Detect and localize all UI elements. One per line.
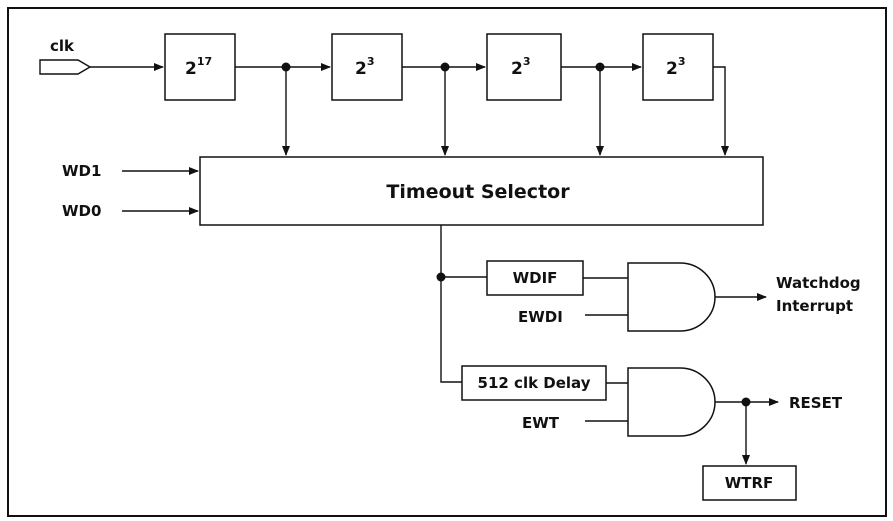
divider-4-label: 23 [666, 55, 686, 79]
ewdi-label: EWDI [518, 308, 563, 326]
ewt-label: EWT [522, 414, 560, 432]
divider-1-label: 217 [185, 55, 212, 79]
divider-2-label: 23 [355, 55, 375, 79]
wdif-label: WDIF [513, 269, 558, 287]
diagram-frame [7, 7, 887, 517]
selector-output-wire [440, 225, 462, 383]
and-gate-interrupt [627, 262, 716, 332]
tap-d4 [713, 66, 729, 156]
clk-label: clk [50, 37, 75, 55]
watchdog-interrupt-label-1: Watchdog [776, 274, 861, 292]
wtrf-label: WTRF [725, 474, 774, 492]
delay-label: 512 clk Delay [478, 374, 591, 392]
wd0-label: WD0 [62, 202, 101, 220]
and-gate-reset [627, 367, 716, 437]
wtrf-box [702, 465, 797, 501]
timeout-selector-label: Timeout Selector [386, 181, 570, 203]
timeout-selector-box [199, 156, 764, 226]
divider-2-box [331, 33, 403, 101]
reset-label: RESET [789, 394, 843, 412]
clk-input-port [39, 59, 92, 75]
wd1-label: WD1 [62, 162, 101, 180]
watchdog-interrupt-label-2: Interrupt [776, 297, 853, 315]
divider-4-box [642, 33, 714, 101]
delay-box [461, 365, 607, 401]
divider-3-label: 23 [511, 55, 531, 79]
